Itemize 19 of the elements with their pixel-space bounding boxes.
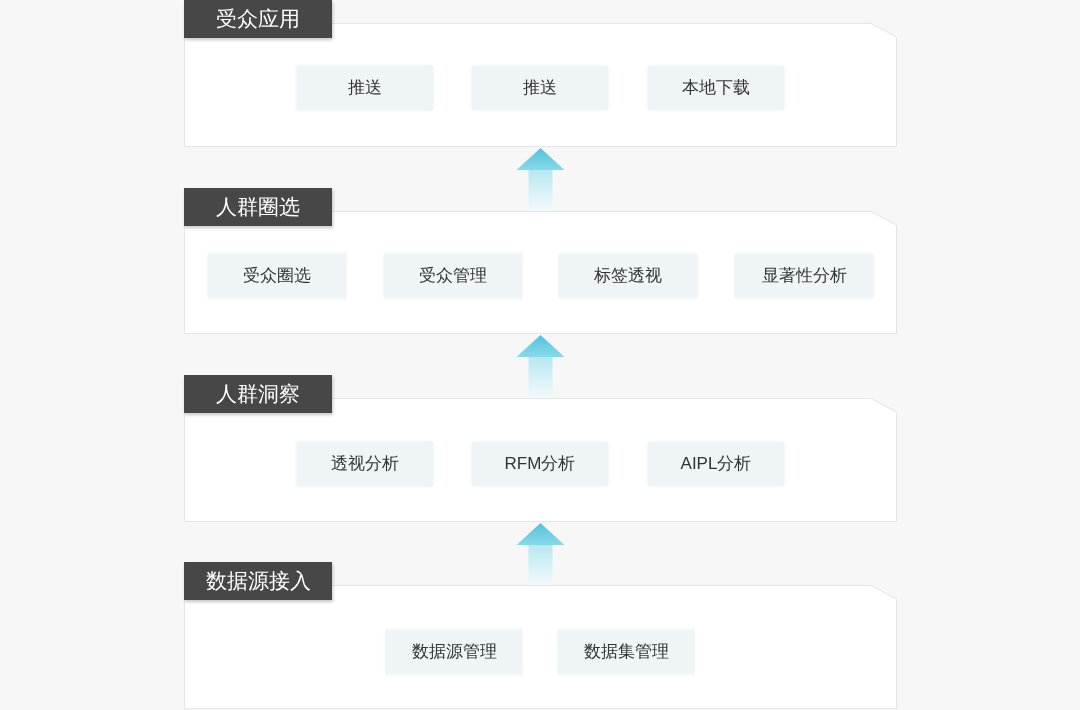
heading-tab: 数据源接入 bbox=[184, 562, 332, 600]
feature-box: 本地下载 bbox=[648, 66, 784, 110]
feature-box: 显著性分析 bbox=[735, 254, 873, 298]
feature-box: 推送 bbox=[472, 66, 608, 110]
heading-tab: 人群洞察 bbox=[184, 375, 332, 413]
feature-box: 数据集管理 bbox=[558, 630, 694, 674]
arrow bbox=[516, 523, 565, 585]
feature-box: RFM分析 bbox=[472, 442, 608, 486]
feature-box: AIPL分析 bbox=[648, 442, 784, 486]
feature-box: 推送 bbox=[297, 66, 433, 110]
heading-tab: 受众应用 bbox=[184, 0, 332, 38]
feature-box: 标签透视 bbox=[559, 254, 697, 298]
arrow bbox=[516, 335, 565, 398]
feature-box: 受众管理 bbox=[384, 254, 522, 298]
feature-box: 受众圈选 bbox=[208, 254, 346, 298]
arrow bbox=[516, 148, 565, 211]
heading-tab: 人群圈选 bbox=[184, 188, 332, 226]
feature-box: 数据源管理 bbox=[386, 630, 522, 674]
feature-box: 透视分析 bbox=[297, 442, 433, 486]
